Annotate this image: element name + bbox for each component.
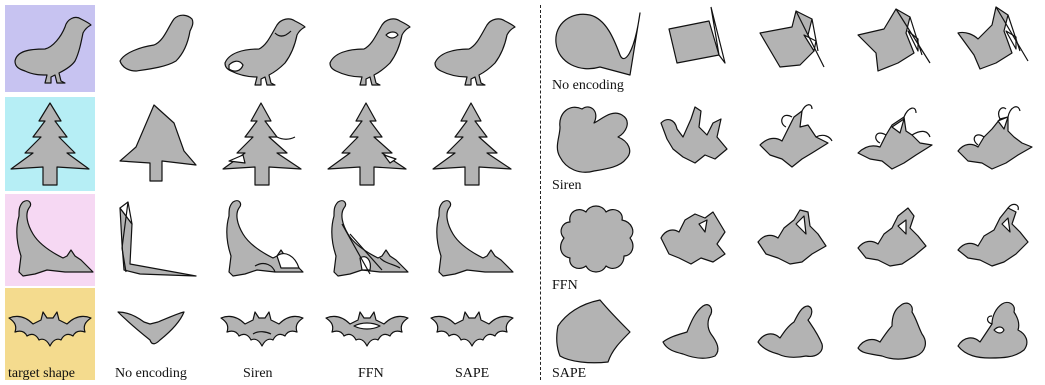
- no-encoding-step-3: [759, 10, 825, 68]
- col-label-no-encoding: No encoding: [115, 366, 187, 381]
- ffn-cat-shape: [331, 200, 409, 277]
- col-label-siren: Siren: [243, 366, 273, 381]
- ffn-step-3: [757, 209, 827, 265]
- ffn-tree-shape: [327, 102, 407, 186]
- siren-step-1: [556, 106, 631, 173]
- no-encoding-step-4: [857, 8, 931, 72]
- no-encoding-bat-shape: [117, 311, 185, 345]
- ffn-step-5: [957, 203, 1029, 267]
- siren-step-4: [857, 107, 933, 170]
- no-encoding-cat-shape: [119, 201, 197, 277]
- ffn-pigeon-shape: [329, 18, 411, 86]
- row-label-siren: Siren: [552, 178, 582, 193]
- no-encoding-step-5: [957, 6, 1029, 70]
- col-label-ffn: FFN: [358, 366, 384, 381]
- row-label-ffn: FFN: [552, 278, 578, 293]
- sape-cat-shape: [436, 200, 514, 277]
- sape-step-2: [662, 304, 719, 359]
- no-encoding-step-1: [555, 12, 641, 76]
- target-pigeon-shape: [14, 16, 92, 84]
- no-encoding-pigeon-shape: [119, 14, 194, 72]
- sape-step-5: [957, 301, 1028, 359]
- ffn-bat-shape: [325, 311, 409, 347]
- sape-step-3: [757, 305, 823, 358]
- no-encoding-step-2: [668, 6, 726, 64]
- siren-step-2: [660, 106, 728, 164]
- col-label-sape: SAPE: [455, 366, 490, 381]
- row-label-no-encoding: No encoding: [552, 78, 624, 93]
- dashed-divider: [540, 5, 541, 380]
- target-tree-shape: [10, 102, 90, 186]
- sape-step-4: [857, 302, 926, 360]
- target-cat-shape: [16, 200, 94, 277]
- sape-bat-shape: [430, 311, 514, 347]
- siren-cat-shape: [226, 200, 304, 277]
- ffn-step-2: [660, 211, 726, 265]
- siren-pigeon-shape: [224, 18, 306, 86]
- col-label-target-shape: target shape: [8, 366, 75, 381]
- sape-step-1: [556, 299, 631, 364]
- siren-tree-shape: [222, 102, 302, 186]
- siren-step-5: [957, 106, 1033, 170]
- siren-step-3: [759, 104, 833, 168]
- sape-tree-shape: [432, 102, 512, 186]
- sape-pigeon-shape: [434, 18, 516, 86]
- row-label-sape: SAPE: [552, 366, 587, 381]
- ffn-step-1: [560, 205, 634, 273]
- siren-bat-shape: [220, 311, 304, 347]
- ffn-step-4: [857, 207, 927, 267]
- no-encoding-tree-shape: [119, 104, 197, 182]
- target-bat-shape: [8, 311, 92, 347]
